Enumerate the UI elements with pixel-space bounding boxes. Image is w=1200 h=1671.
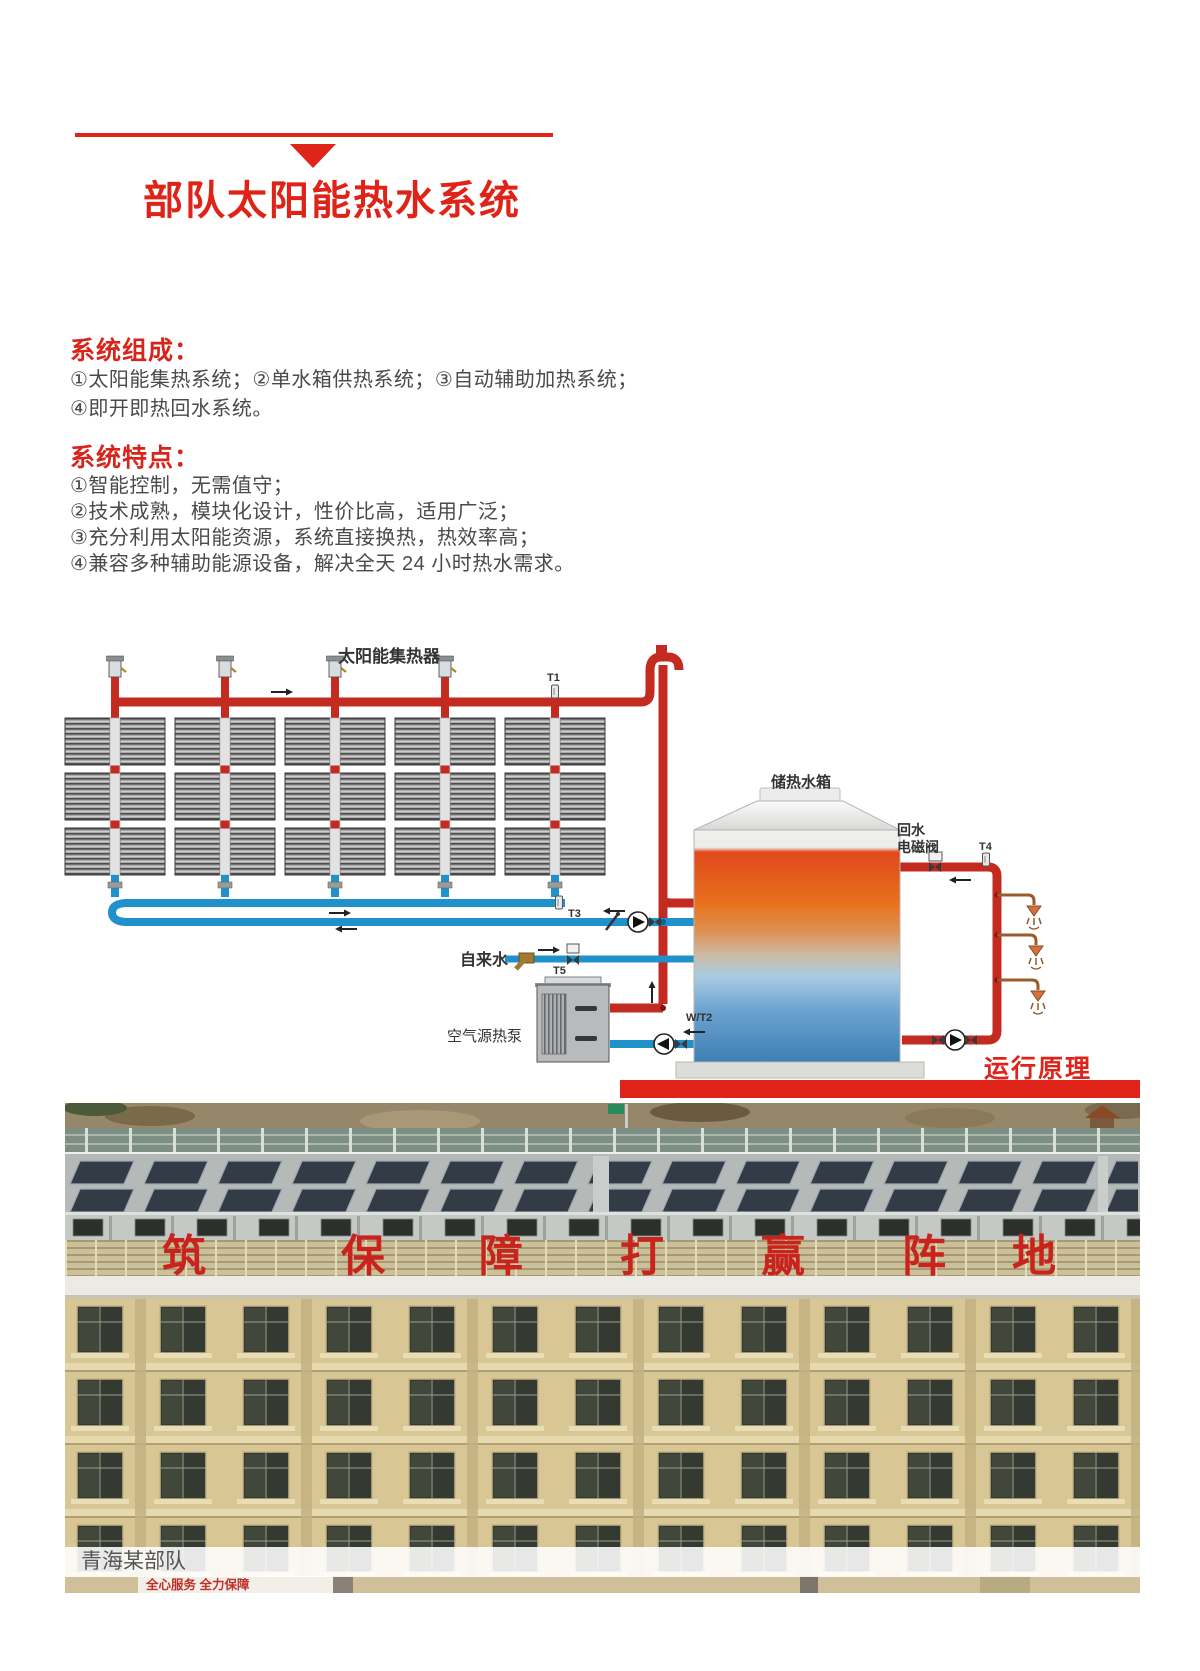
air-vent-icon xyxy=(105,654,128,704)
air-vent-icon xyxy=(215,654,238,704)
down-triangle-icon xyxy=(290,144,336,168)
entrance-strip: 全心服务 全力保障 xyxy=(65,1576,1140,1593)
manual-valve-icon xyxy=(605,912,620,931)
heat-pump-label: 空气源热泵 xyxy=(447,1028,522,1045)
shower-head-icon xyxy=(1028,945,1044,970)
roof-walkway xyxy=(1098,1156,1108,1214)
pump-icon xyxy=(944,1029,966,1051)
features-heading: 系统特点： xyxy=(70,444,201,472)
collector-label: 太阳能集热器 xyxy=(338,646,441,666)
tank-label: 储热水箱 xyxy=(771,773,831,791)
slogan-char: 障 xyxy=(479,1232,523,1281)
pump-icon xyxy=(627,911,649,933)
solenoid-valve-icon xyxy=(928,851,943,872)
solenoid-label: 电磁阀 xyxy=(897,839,939,855)
pump-icon xyxy=(653,1033,675,1055)
system-diagram: 太阳能集热器 储热水箱 空气源热泵 xyxy=(64,645,1046,1079)
return-label: 回水 xyxy=(897,822,926,838)
sensor-wt2-label: W/T2 xyxy=(686,1012,712,1024)
composition-heading: 系统组成： xyxy=(70,337,201,365)
heat-pump-unit xyxy=(535,976,611,1063)
features-line: ③充分利用太阳能资源，系统直接换热，热效率高； xyxy=(70,527,540,549)
photo-caption: 青海某部队 xyxy=(65,1547,1140,1577)
composition-line: ④即开即热回水系统。 xyxy=(70,398,273,420)
roof-walkway xyxy=(593,1156,609,1214)
facade-piers xyxy=(65,1299,1140,1593)
slogan-char: 保 xyxy=(341,1232,386,1281)
shower-branches xyxy=(997,893,1040,990)
solenoid-valve-icon xyxy=(566,943,580,965)
roof-slogan: 筑 保 障 打 赢 阵 地 xyxy=(162,1232,1056,1281)
page-title: 部队太阳能热水系统 xyxy=(143,179,521,223)
slogan-char: 筑 xyxy=(162,1232,206,1281)
sensor-t1-icon xyxy=(550,684,560,699)
sensor-t1-label: T1 xyxy=(547,672,560,684)
air-vent-nub xyxy=(656,645,667,658)
penthouse-band xyxy=(65,1212,1140,1240)
features-line: ④兼容多种辅助能源设备，解决全天 24 小时热水需求。 xyxy=(70,553,575,575)
site-photo: 筑 保 障 打 赢 阵 地 全心服务 全力保障 xyxy=(65,1103,1140,1593)
slogan-char: 地 xyxy=(1012,1232,1056,1281)
sensor-t3-icon xyxy=(554,895,564,910)
strainer-icon xyxy=(514,952,535,971)
header-rule xyxy=(75,133,553,137)
slogan-char: 赢 xyxy=(761,1232,805,1281)
principle-label: 运行原理 xyxy=(983,1055,1092,1083)
storage-tank xyxy=(675,787,925,1079)
shower-head-icon xyxy=(1030,990,1046,1015)
solar-collector-array xyxy=(64,654,606,898)
entrance-banner: 全心服务 全力保障 xyxy=(145,1577,250,1592)
principle-red-bar xyxy=(620,1080,1140,1098)
slogan-char: 打 xyxy=(620,1232,664,1281)
slogan-char: 阵 xyxy=(902,1232,946,1281)
sensor-t5-label: T5 xyxy=(553,965,566,977)
features-line: ②技术成熟，模块化设计，性价比高，适用广泛； xyxy=(70,501,519,523)
tap-water-label: 自来水 xyxy=(460,950,509,969)
fence xyxy=(65,1128,1140,1154)
shower-head-icon xyxy=(1026,905,1042,930)
parapet xyxy=(65,1276,1140,1298)
features-line: ①智能控制，无需值守； xyxy=(70,475,294,497)
sensor-t4-icon xyxy=(981,852,991,867)
composition-line: ①太阳能集热系统；②单水箱供热系统；③自动辅助加热系统； xyxy=(70,369,638,391)
parapet-shadow xyxy=(65,1295,1140,1299)
hot-water-pipes xyxy=(111,645,1002,1045)
lattice-band xyxy=(65,1240,1140,1276)
sensor-t4-label: T4 xyxy=(979,841,993,853)
sensor-t3-label: T3 xyxy=(568,908,581,920)
